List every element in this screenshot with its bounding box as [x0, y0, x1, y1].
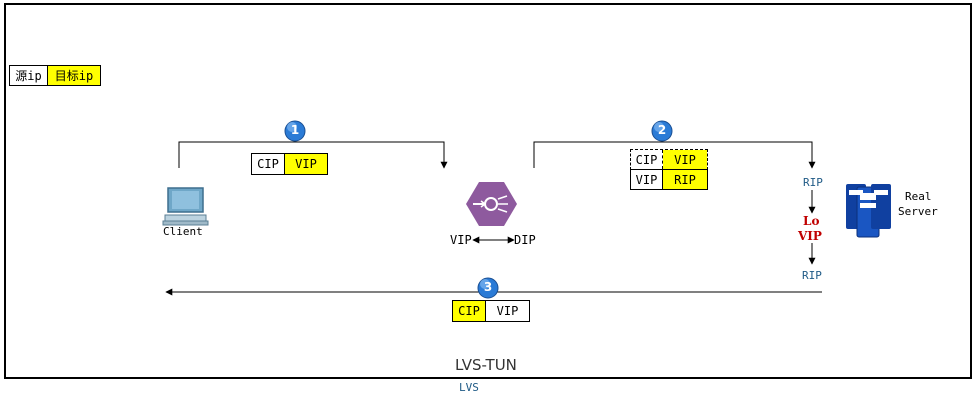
- step1-badge-number: 1: [290, 123, 300, 137]
- step3-src: CIP: [453, 301, 486, 321]
- lvs-director-icon: [466, 182, 517, 226]
- real-server-label-line1: Real: [905, 190, 932, 203]
- step2-badge-icon: [651, 120, 673, 142]
- step2-inner-src: CIP: [631, 150, 663, 169]
- step2-inner-dst: VIP: [663, 150, 707, 169]
- step1-badge-icon: [284, 120, 306, 142]
- step2-badge-number: 2: [657, 123, 667, 137]
- legend-box: 源ip 目标ip: [9, 65, 101, 86]
- rip-bottom-label: RIP: [802, 269, 822, 282]
- lo-vip-label: VIP: [798, 229, 822, 243]
- step2-outer-packet: VIP RIP: [630, 169, 708, 190]
- computer-icon: [162, 187, 209, 226]
- step2-outer-dst: RIP: [663, 170, 707, 189]
- step1-src: CIP: [252, 154, 285, 174]
- step1-arrow: [178, 141, 448, 169]
- real-server-icon: [846, 184, 891, 238]
- step2-inner-packet: CIP VIP: [630, 149, 708, 170]
- director-dip-label: DIP: [514, 233, 536, 247]
- step2-arrow: [533, 141, 816, 169]
- diagram-title: LVS-TUN: [455, 356, 517, 374]
- step2-outer-src: VIP: [631, 170, 663, 189]
- step3-dst: VIP: [486, 301, 529, 321]
- step3-packet: CIP VIP: [452, 300, 530, 322]
- step3-badge-number: 3: [483, 280, 493, 294]
- legend-dst: 目标ip: [48, 66, 100, 85]
- step1-packet: CIP VIP: [251, 153, 328, 175]
- diagram-frame: [4, 3, 972, 379]
- step1-dst: VIP: [285, 154, 327, 174]
- rip-top-label: RIP: [803, 176, 823, 189]
- lo-label: Lo: [803, 214, 820, 228]
- real-server-label-line2: Server: [898, 205, 938, 218]
- director-vip-label: VIP: [450, 233, 472, 247]
- client-label: Client: [163, 225, 203, 238]
- step3-badge-icon: [477, 277, 499, 299]
- legend-src: 源ip: [10, 66, 48, 85]
- caption: LVS: [459, 381, 479, 394]
